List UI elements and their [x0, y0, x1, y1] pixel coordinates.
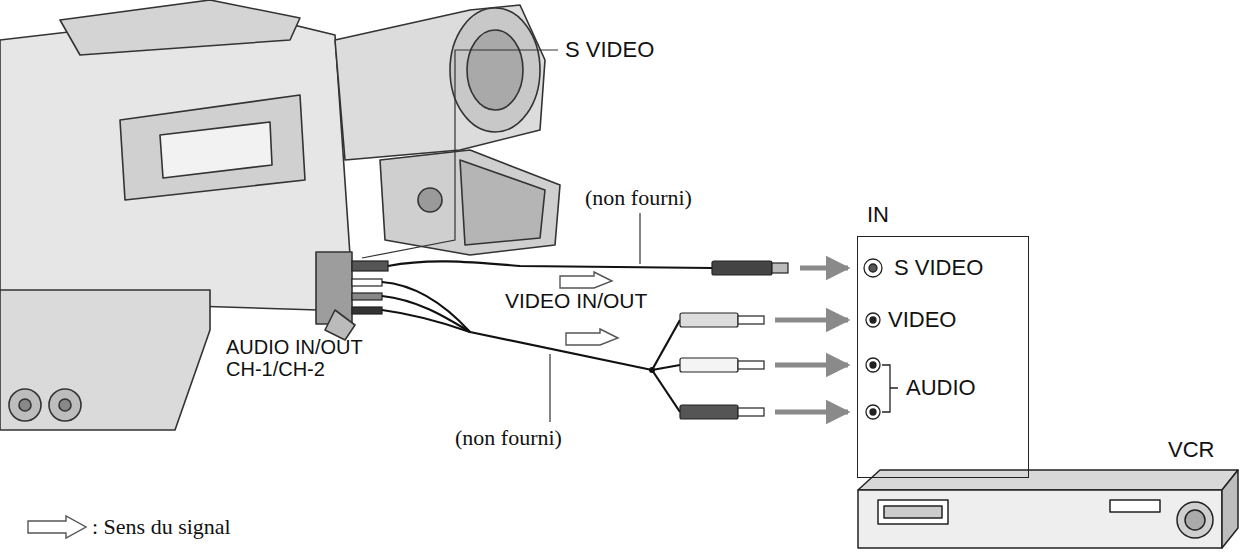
- port-name: VIDEO: [888, 308, 956, 332]
- port-name: AUDIO: [906, 376, 976, 400]
- legend-text: : Sens du signal: [92, 515, 231, 539]
- plug-arrows: [775, 268, 848, 412]
- jack-name: VIDEO IN/OUT: [505, 289, 647, 312]
- vcr-drawing: [858, 470, 1238, 548]
- vcr-plugs: [680, 261, 788, 419]
- cable-note: (non fourni): [455, 426, 562, 450]
- cable-junction: [649, 367, 655, 373]
- cable-note: (non fourni): [585, 186, 692, 210]
- device-name: VCR: [1168, 438, 1214, 462]
- audio-bracket: [882, 365, 898, 412]
- vcr-ports: [864, 259, 882, 419]
- legend-arrow-sample: [28, 516, 86, 538]
- port-name: S VIDEO: [894, 256, 983, 280]
- leader-lines: [362, 50, 640, 422]
- camera-plugs: [352, 261, 388, 314]
- input-panel: INS VIDEOVIDEOAUDIO: [857, 236, 1029, 478]
- jack-name: AUDIO IN/OUT CH-1/CH-2: [226, 336, 376, 380]
- cables: [382, 261, 712, 412]
- camcorder-drawing: [0, 0, 560, 430]
- panel-heading: IN: [867, 203, 889, 227]
- jack-name: S VIDEO: [565, 38, 654, 62]
